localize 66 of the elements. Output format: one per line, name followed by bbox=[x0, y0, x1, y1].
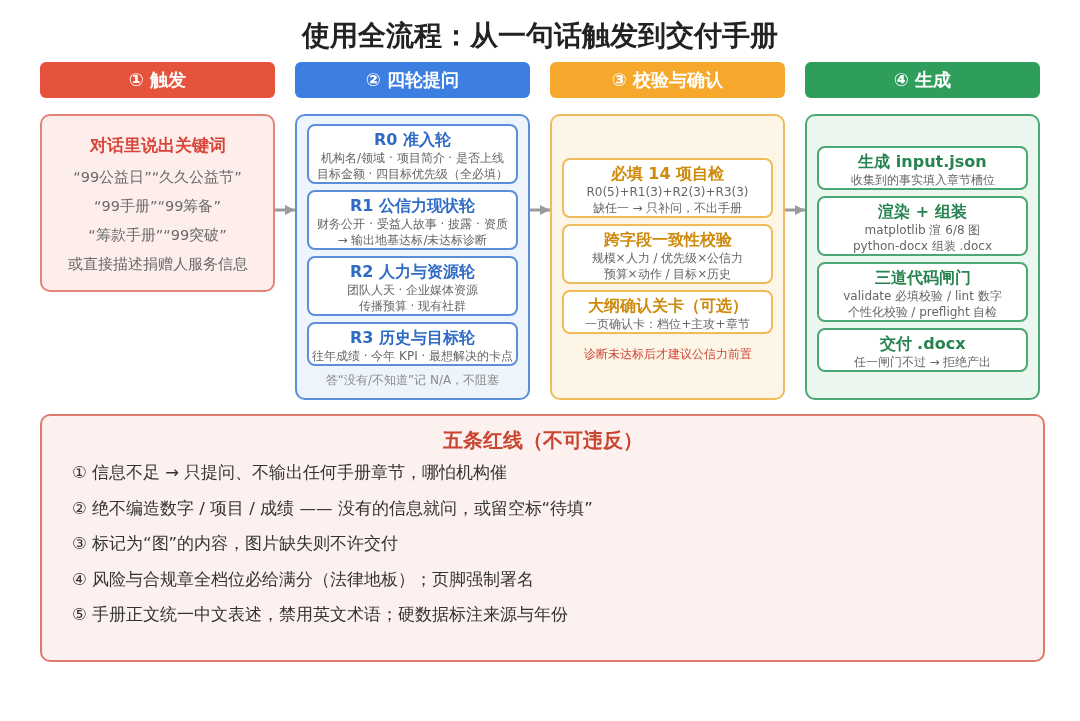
diagram-title: 使用全流程：从一句话触发到交付手册 bbox=[302, 19, 778, 52]
stage-panel bbox=[805, 114, 1040, 400]
card-text: 个性化校验 / preflight 自检 bbox=[847, 305, 998, 319]
card-text: 往年成绩 · 今年 KPI · 最想解决的卡点 bbox=[311, 349, 514, 363]
step-card bbox=[307, 124, 518, 184]
rule-text: ② 绝不编造数字 / 项目 / 成绩 —— 没有的信息就问，或留空标“待填” bbox=[72, 498, 593, 518]
card-text: 目标金额 · 四目标优先级（全必填） bbox=[316, 167, 509, 181]
stage-panel bbox=[295, 114, 530, 400]
card-text: python-docx 组装 .docx bbox=[852, 239, 993, 253]
card-text: 团队人天 · 企业媒体资源 bbox=[346, 283, 479, 297]
card-text: validate 必填校验 / lint 数字 bbox=[843, 289, 1002, 303]
card-text: 一页确认卡：档位+主攻+章节 bbox=[585, 317, 750, 331]
flow-arrow bbox=[530, 205, 550, 215]
rule-text: ③ 标记为“图”的内容，图片缺失则不许交付 bbox=[72, 534, 399, 553]
step-card bbox=[817, 328, 1028, 372]
stage-header: ② 四轮提问 bbox=[295, 62, 530, 98]
card-title: R3 历史与目标轮 bbox=[350, 328, 475, 347]
step-card bbox=[307, 322, 518, 366]
card-title: 渲染 + 组装 bbox=[878, 202, 967, 221]
card-title: R0 准入轮 bbox=[374, 130, 451, 149]
step-card bbox=[307, 190, 518, 250]
keyword-text: “99公益日”“久久公益节” bbox=[73, 169, 242, 185]
rules-panel bbox=[40, 414, 1045, 662]
stage-header: ③ 校验与确认 bbox=[550, 62, 785, 98]
step-card bbox=[307, 256, 518, 316]
keyword-text: “筹款手册”“99突破” bbox=[88, 227, 227, 243]
stage-header: ④ 生成 bbox=[805, 62, 1040, 98]
card-title: 必填 14 项自检 bbox=[610, 164, 725, 183]
card-text: 财务公开 · 受益人故事 · 披露 · 资质 bbox=[317, 217, 508, 231]
step-card bbox=[817, 262, 1028, 322]
step-card bbox=[817, 146, 1028, 190]
stage-header: ① 触发 bbox=[40, 62, 275, 98]
rule-text: ① 信息不足 → 只提问、不输出任何手册章节，哪怕机构催 bbox=[72, 463, 508, 482]
panel-heading: 对话里说出关键词 bbox=[89, 135, 226, 155]
rule-text: ⑤ 手册正文统一中文表述，禁用英文术语；硬数据标注来源与年份 bbox=[72, 605, 569, 624]
card-title: 大纲确认关卡（可选） bbox=[587, 296, 748, 315]
keyword-text: 或直接描述捐赠人服务信息 bbox=[67, 256, 248, 272]
card-title: 交付 .docx bbox=[879, 334, 966, 353]
panel-note: 答“没有/不知道”记 N/A，不阻塞 bbox=[325, 373, 500, 387]
keyword-text: “99手册”“99筹备” bbox=[94, 198, 221, 214]
card-title: 生成 input.json bbox=[858, 152, 987, 171]
step-card bbox=[562, 290, 773, 334]
card-text: R0(5)+R1(3)+R2(3)+R3(3) bbox=[586, 185, 749, 199]
card-text: 任一闸门不过 → 拒绝产出 bbox=[853, 355, 992, 369]
flow-arrow bbox=[785, 205, 805, 215]
stage-panel bbox=[40, 114, 275, 292]
card-text: → 输出地基达标/未达标诊断 bbox=[337, 233, 488, 247]
card-text: 预算×动作 / 目标×历史 bbox=[603, 267, 732, 281]
flow-arrow bbox=[275, 205, 295, 215]
step-card bbox=[817, 196, 1028, 256]
card-title: 跨字段一致性校验 bbox=[603, 230, 732, 249]
card-title: 三道代码闸门 bbox=[874, 268, 971, 287]
card-title: R1 公信力现状轮 bbox=[350, 196, 475, 215]
card-text: 传播预算 · 现有社群 bbox=[358, 299, 467, 313]
rule-text: ④ 风险与合规章全档位必给满分（法律地板）；页脚强制署名 bbox=[72, 569, 535, 589]
card-text: 规模×人力 / 优先级×公信力 bbox=[591, 251, 744, 265]
panel-note: 诊断未达标后才建议公信力前置 bbox=[583, 347, 752, 361]
card-text: matplotlib 渲 6/8 图 bbox=[864, 223, 981, 237]
card-title: R2 人力与资源轮 bbox=[350, 262, 475, 281]
step-card bbox=[562, 224, 773, 284]
stage-panel bbox=[550, 114, 785, 400]
card-text: 收集到的事实填入章节槽位 bbox=[850, 173, 995, 187]
card-text: 机构名/领域 · 项目简介 · 是否上线 bbox=[321, 151, 504, 165]
card-text: 缺任一 → 只补问，不出手册 bbox=[592, 201, 743, 215]
step-card bbox=[562, 158, 773, 218]
rules-heading: 五条红线（不可违反） bbox=[442, 428, 643, 452]
